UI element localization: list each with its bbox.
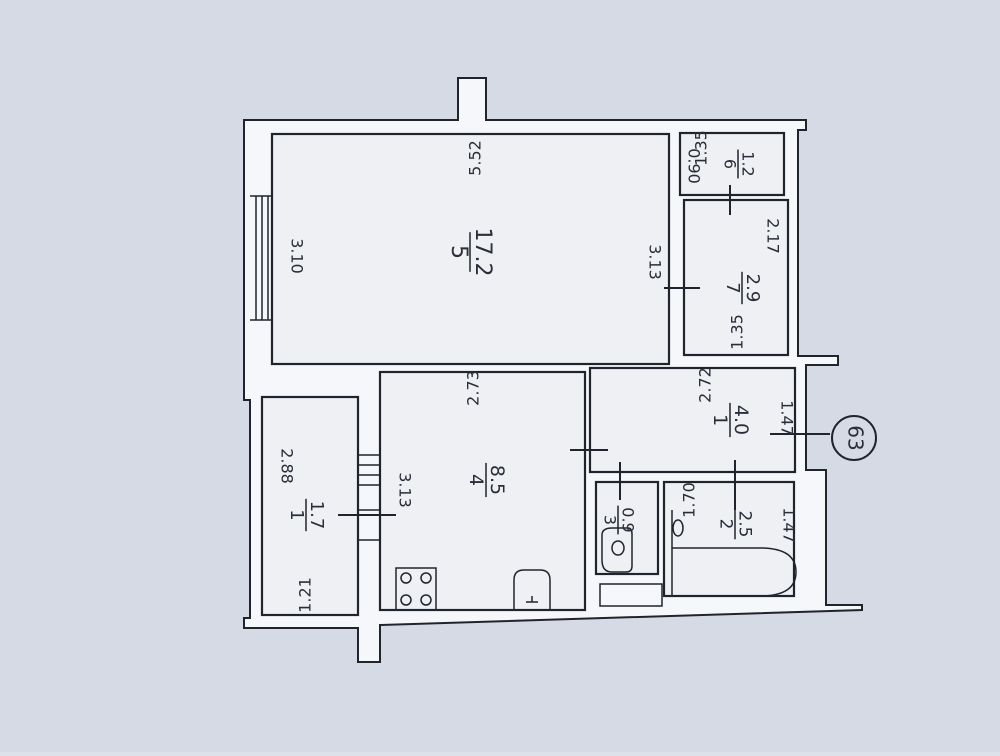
room-5-number: 6 [721,159,740,169]
room-3-number: 4 [465,474,487,486]
room-4-number: 5 [446,245,471,259]
room-0-dimension-0: 2.72 [696,367,715,403]
room-4 [378,370,587,612]
room-7 [682,198,790,357]
room-4-dimension-1: 3.10 [288,238,307,274]
toilet-icon [601,527,633,573]
room-3-dimension-1: 3.13 [396,472,415,508]
room-5-dimension-1: 0.90 [685,148,704,184]
room-0-area: 4.0 [730,405,752,435]
room-3-area: 8.5 [486,465,508,495]
room-6-dimension-1: 2.17 [764,218,783,254]
room-2-number: 3 [601,515,620,525]
room-4-dimension-0: 5.52 [466,140,485,176]
room-6-number: 7 [722,282,743,293]
room-0-number: 1 [709,414,731,426]
room-5-area: 1.2 [738,151,757,176]
room-2-area: 0.9 [618,507,637,532]
room-7-area: 1.7 [306,501,327,530]
sink-icon [513,569,551,610]
stove-icon [395,567,437,611]
apartment-number-circle [831,415,877,461]
room-7-number: 1 [286,509,307,520]
room-5-dimension-0: 1.35 [692,130,711,166]
room-balcony [260,395,360,617]
apartment-number: 63 [844,425,868,450]
room-7-dimension-1: 1.21 [296,577,315,613]
room-4-dimension-2: 3.13 [646,244,665,280]
room-0-dimension-1: 1.47 [778,400,797,436]
room-1-dimension-1: 1.47 [780,507,799,543]
room-1 [588,366,797,474]
washbasin-icon [599,583,663,607]
bathtub-icon [671,510,797,597]
room-7-dimension-0: 2.88 [278,448,297,484]
room-1-dimension-0: 1.70 [680,482,699,518]
room-1-area: 2.5 [734,510,754,537]
room-6-dimension-0: 1.35 [728,314,747,350]
room-6 [678,131,786,197]
room-1-number: 2 [716,519,736,530]
window-living-room [250,195,272,321]
room-6-area: 2.9 [742,274,763,303]
room-3-dimension-0: 2.73 [464,370,483,406]
room-4-area: 17.2 [470,228,495,277]
